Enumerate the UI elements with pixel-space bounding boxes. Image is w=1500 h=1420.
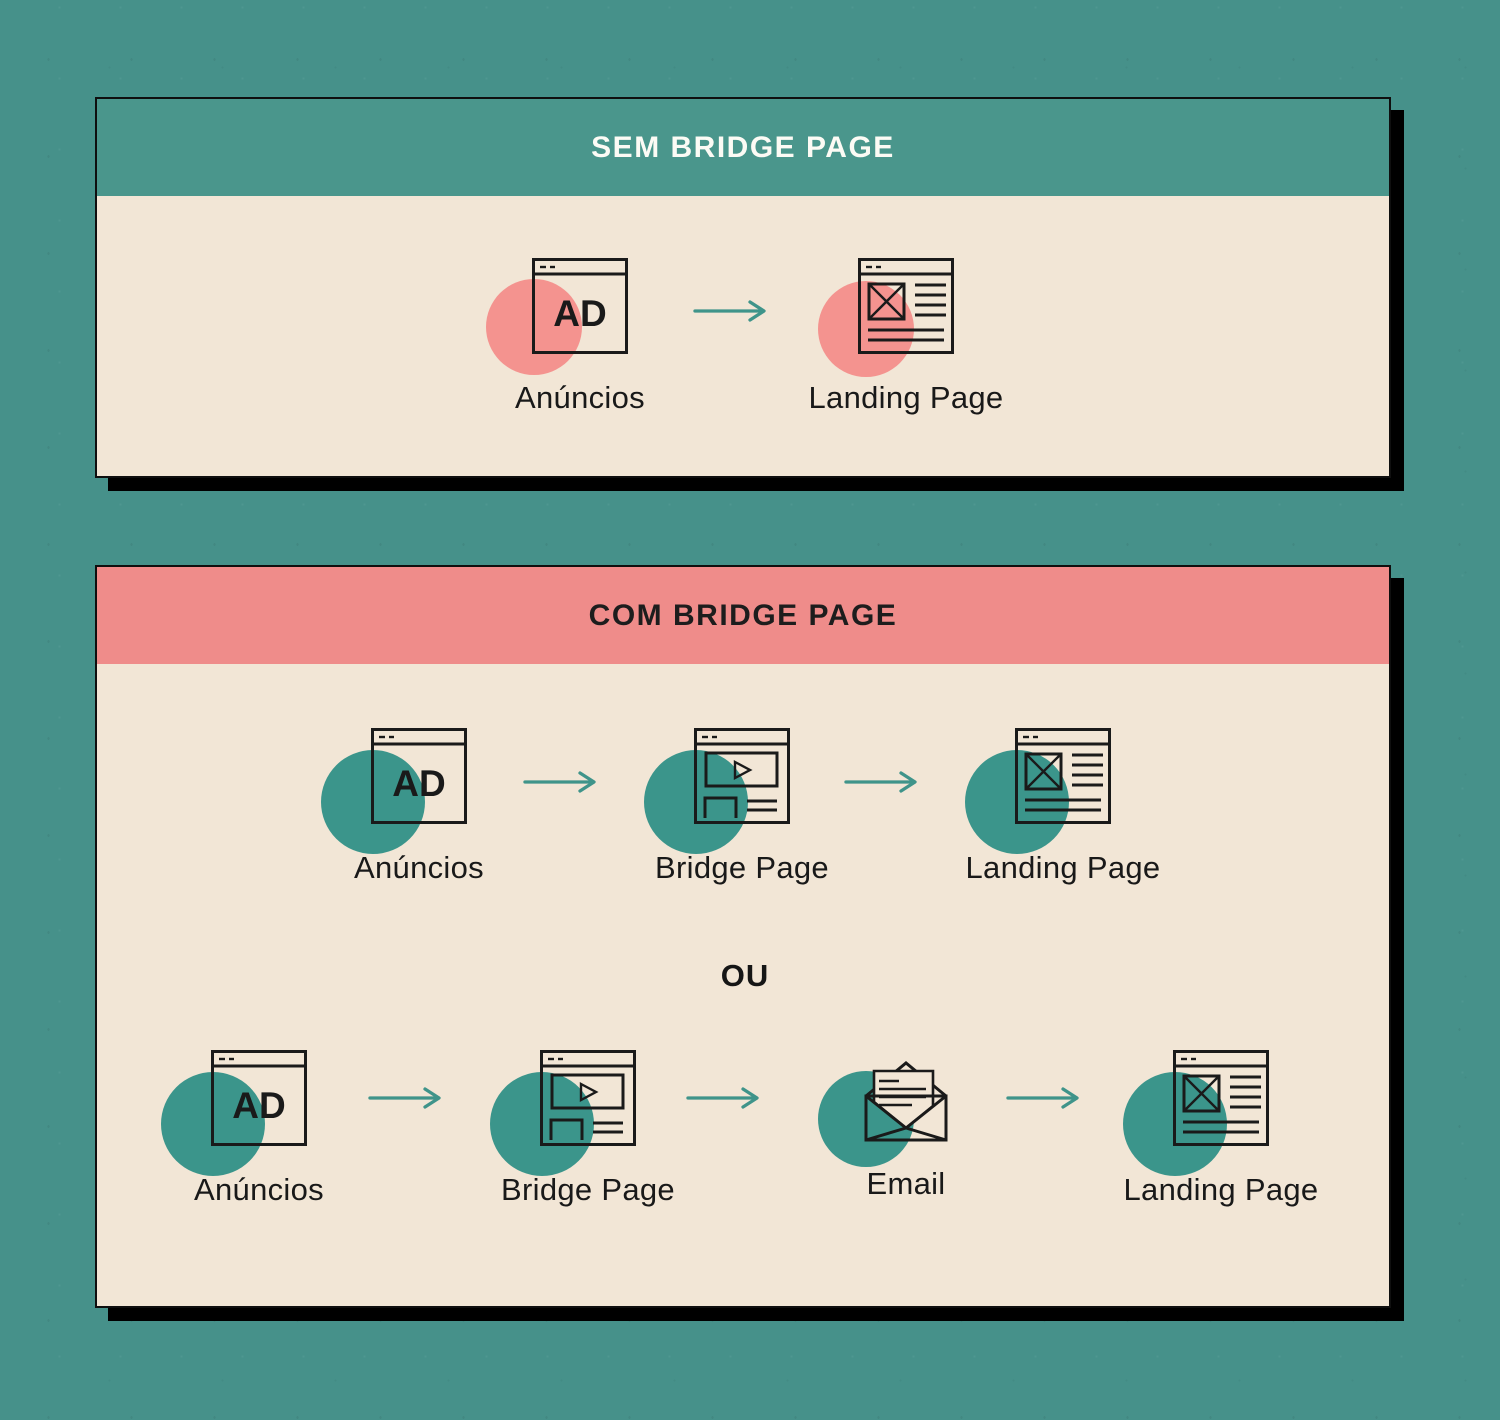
node-anuncios-row1: AD Anúncios bbox=[289, 728, 549, 883]
bridge-page-icon bbox=[694, 728, 790, 824]
email-icon bbox=[864, 1061, 948, 1142]
node-landing-page-top: Landing Page bbox=[776, 258, 1036, 413]
node-label: Anúncios bbox=[515, 380, 645, 415]
panel-header-teal: SEM BRIDGE PAGE bbox=[97, 99, 1389, 196]
node-email-row2: Email bbox=[776, 1044, 1036, 1199]
node-anuncios-top: AD Anúncios bbox=[450, 258, 710, 413]
ad-label: AD bbox=[392, 763, 445, 804]
ad-browser-icon: AD bbox=[532, 258, 628, 354]
node-bridge-page-row2: Bridge Page bbox=[458, 1050, 718, 1205]
panel-header-coral: COM BRIDGE PAGE bbox=[97, 567, 1389, 664]
flow-arrow-icon bbox=[844, 770, 922, 799]
panel-com-bridge-page: COM BRIDGE PAGE bbox=[95, 565, 1391, 1308]
or-separator-label: OU bbox=[720, 958, 770, 993]
panel-title: SEM BRIDGE PAGE bbox=[591, 130, 895, 164]
ad-browser-icon: AD bbox=[211, 1050, 307, 1146]
node-label: Anúncios bbox=[354, 850, 484, 885]
node-label: Landing Page bbox=[965, 850, 1161, 885]
landing-page-icon bbox=[858, 258, 954, 354]
node-label: Anúncios bbox=[194, 1172, 324, 1207]
node-label: Bridge Page bbox=[655, 850, 829, 885]
node-landing-page-row2: Landing Page bbox=[1091, 1050, 1351, 1205]
flow-arrow-icon bbox=[368, 1086, 446, 1115]
bridge-page-icon bbox=[540, 1050, 636, 1146]
flow-arrow-icon bbox=[523, 770, 601, 799]
flow-arrow-icon bbox=[693, 299, 771, 328]
node-label: Bridge Page bbox=[501, 1172, 675, 1207]
node-landing-page-row1: Landing Page bbox=[933, 728, 1193, 883]
panel-sem-bridge-page: SEM BRIDGE PAGE bbox=[95, 97, 1391, 478]
panel-title: COM BRIDGE PAGE bbox=[588, 598, 898, 632]
landing-page-icon bbox=[1015, 728, 1111, 824]
node-label: Landing Page bbox=[1123, 1172, 1319, 1207]
ad-browser-icon: AD bbox=[371, 728, 467, 824]
ad-label: AD bbox=[232, 1085, 285, 1126]
flow-arrow-icon bbox=[686, 1086, 764, 1115]
landing-page-icon bbox=[1173, 1050, 1269, 1146]
node-bridge-page-row1: Bridge Page bbox=[612, 728, 872, 883]
node-label: Email bbox=[866, 1166, 946, 1201]
ad-label: AD bbox=[553, 293, 606, 334]
node-label: Landing Page bbox=[808, 380, 1004, 415]
flow-arrow-icon bbox=[1006, 1086, 1084, 1115]
node-anuncios-row2: AD Anúncios bbox=[129, 1050, 389, 1205]
